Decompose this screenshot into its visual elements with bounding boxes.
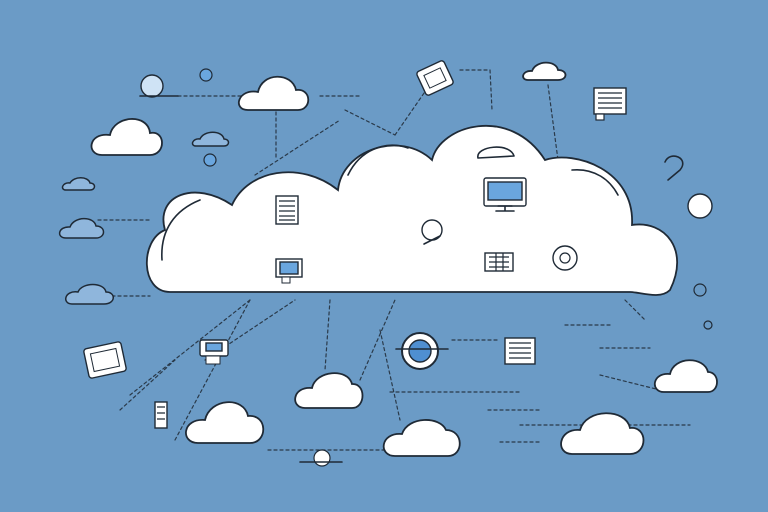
small-cloud (654, 359, 718, 393)
disc-icon (395, 332, 449, 370)
disc-icon (299, 449, 343, 467)
tablet-icon (416, 60, 454, 96)
disc-icon (199, 68, 713, 330)
monitor-icon (483, 177, 527, 212)
document-icon (593, 87, 627, 121)
small-cloud (90, 118, 163, 156)
document-icon (504, 337, 536, 365)
small-cloud (294, 372, 364, 409)
small-cloud (237, 75, 310, 111)
server-icon (484, 252, 514, 272)
tablet-icon (275, 258, 303, 284)
central-cloud (145, 124, 678, 296)
tablet-icon (154, 401, 168, 429)
server-icon (275, 195, 299, 225)
disc-icon (687, 193, 713, 219)
tablet-icon (199, 339, 229, 365)
disc-icon (477, 146, 515, 159)
small-cloud (382, 419, 461, 457)
small-cloud (58, 131, 230, 305)
disc-icon (139, 74, 179, 98)
tablet-icon (83, 341, 127, 379)
disc-icon (552, 245, 578, 271)
small-cloud (185, 401, 265, 444)
small-cloud (522, 61, 567, 81)
small-cloud (560, 412, 645, 455)
disc-icon (421, 219, 443, 245)
